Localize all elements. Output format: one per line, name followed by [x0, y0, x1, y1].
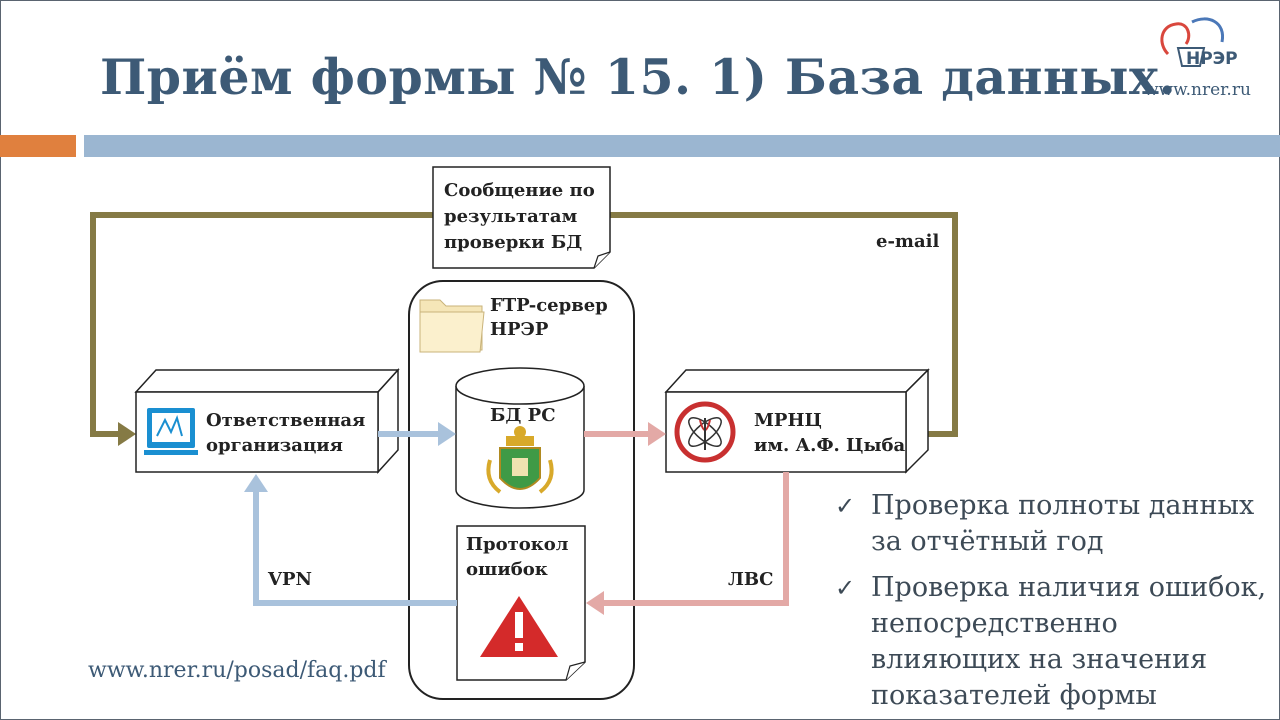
vpn-arrowhead [244, 474, 268, 492]
vpn-return-line [253, 492, 457, 606]
org-label-line1: Ответственная [206, 410, 366, 431]
checkmark-icon: ✓ [835, 492, 856, 520]
footer-url-link[interactable]: www.nrer.ru/posad/faq.pdf [88, 658, 386, 683]
coat-of-arms-icon [486, 426, 554, 494]
upload-arrowhead [438, 422, 456, 446]
bullet-text: Проверка полноты данных [871, 490, 1255, 521]
accent-bar-orange [0, 135, 76, 157]
protocol-label-line2: ошибок [466, 559, 548, 580]
mrnc-label-line1: МРНЦ [754, 410, 822, 431]
results-message-text: Сообщение по результатам проверки БД [444, 180, 595, 253]
nrer-logo: НРЭР [1160, 17, 1238, 69]
ftp-label-line1: FTP-сервер [490, 295, 608, 316]
slide-title: Приём формы № 15. 1) База данных. [100, 48, 1177, 106]
protocol-label-line1: Протокол [466, 534, 569, 555]
results-message-note [432, 166, 611, 269]
vpn-label: VPN [268, 569, 312, 590]
bullet-text: влияющих на значения [871, 644, 1208, 675]
lan-return-line [604, 472, 789, 606]
accent-bar-blue [84, 135, 1280, 157]
monitor-icon [144, 408, 198, 455]
mrnc-emblem-icon [674, 401, 736, 463]
bullet-text: за отчётный год [871, 526, 1104, 557]
logo-url[interactable]: www.nrer.ru [1144, 80, 1251, 100]
email-arrowhead [118, 422, 136, 446]
lan-arrowhead [586, 591, 604, 615]
bullet-text: Проверка наличия ошибок, [871, 572, 1267, 603]
mrnc-label-line2: им. А.Ф. Цыба [754, 435, 906, 456]
lan-label: ЛВС [728, 569, 774, 590]
warning-icon [480, 596, 558, 657]
org-label-line2: организация [206, 435, 343, 456]
bullet-text: непосредственно [871, 608, 1118, 639]
bullet-item: ✓ Проверка наличия ошибок, непосредствен… [835, 570, 1275, 714]
bullet-item: ✓ Проверка полноты данных за отчётный го… [835, 488, 1275, 560]
ftp-label-line2: НРЭР [490, 319, 549, 340]
checkmark-icon: ✓ [835, 574, 856, 602]
db-label: БД РС [490, 405, 556, 426]
email-label: e-mail [876, 231, 940, 252]
bullet-text: показателей формы [871, 680, 1157, 711]
transfer-arrowhead [648, 422, 666, 446]
folder-icon [419, 299, 485, 353]
logo-brand: НРЭР [1186, 49, 1238, 69]
